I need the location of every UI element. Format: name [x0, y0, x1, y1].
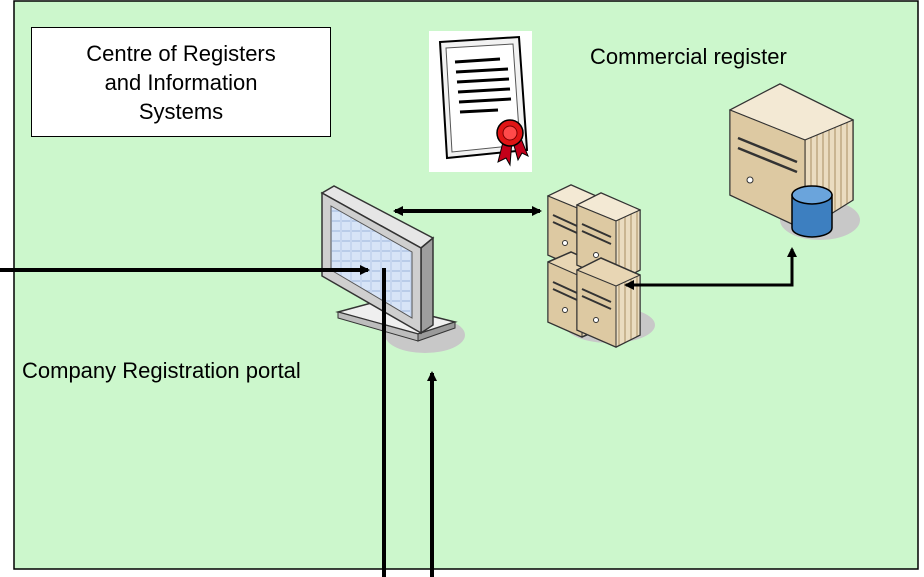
organization-line-1: Centre of Registers [86, 40, 276, 66]
commercial-register-label: Commercial register [590, 44, 787, 69]
database-cylinder-icon [791, 185, 833, 238]
certificate-icon [429, 31, 532, 172]
arrow-register-to-cluster [624, 247, 797, 290]
organization-line-2: and Information [104, 69, 258, 95]
portal-label: Company Registration portal [22, 358, 301, 383]
server-cluster-icon [546, 184, 655, 348]
connectors [0, 206, 797, 577]
monitor-icon [320, 185, 465, 353]
seal-icon [496, 119, 529, 167]
organization-line-3: Systems [138, 98, 224, 124]
organization-box: Centre of Registers and Information Syst… [31, 27, 331, 137]
database-server-icon [728, 83, 860, 240]
